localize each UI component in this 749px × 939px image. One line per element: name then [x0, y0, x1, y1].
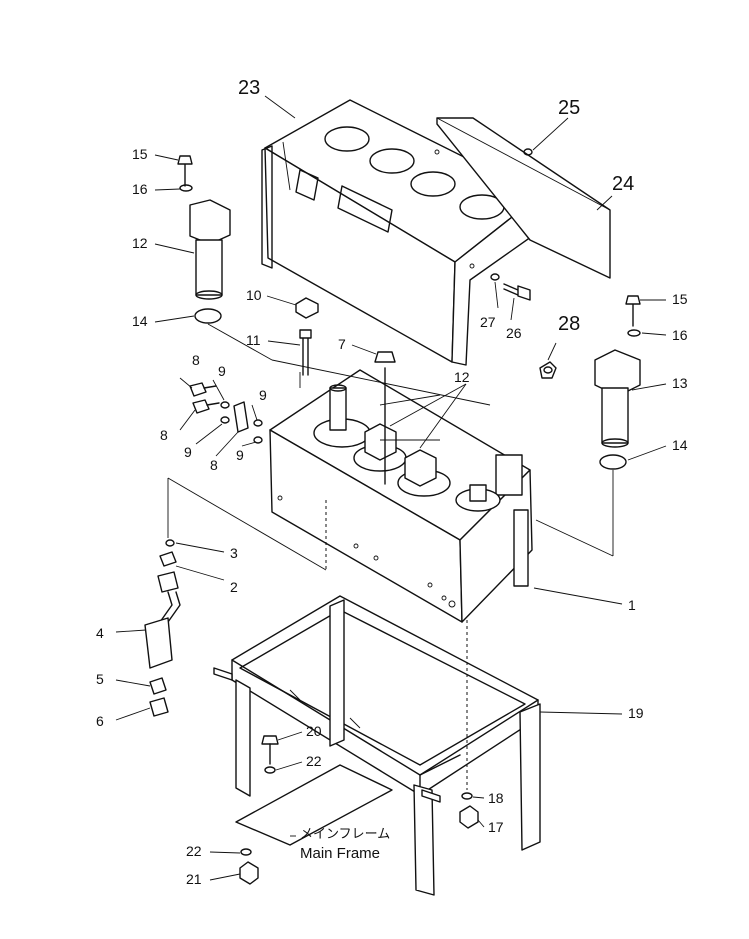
callout-labels: 23 25 24 15 16 12 14 10 11 7 12 28 15 16… — [96, 77, 688, 887]
bolts-8 — [189, 382, 249, 433]
callout-10: 10 — [246, 287, 262, 303]
callout-24: 24 — [612, 173, 634, 195]
washers-9 — [220, 401, 263, 444]
callout-9-top: 9 — [218, 363, 226, 379]
callout-18: 18 — [488, 790, 504, 806]
callout-4: 4 — [96, 625, 104, 641]
part-25-ring — [523, 148, 533, 156]
callout-14-left: 14 — [132, 313, 148, 329]
callout-6: 6 — [96, 713, 104, 729]
fittings-2-6 — [144, 539, 181, 717]
callout-15-right: 15 — [672, 291, 688, 307]
callout-17: 17 — [488, 819, 504, 835]
callout-23: 23 — [238, 77, 260, 99]
callout-1: 1 — [628, 597, 636, 613]
callout-2: 2 — [230, 579, 238, 595]
breather-10 — [295, 297, 319, 319]
callout-28: 28 — [558, 313, 580, 335]
callout-9-upper-right: 9 — [259, 387, 267, 403]
callout-14-right: 14 — [672, 437, 688, 453]
main-frame-label-en: Main Frame — [300, 845, 380, 862]
main-frame-base-plate — [235, 764, 393, 846]
filter-left — [177, 155, 231, 324]
callout-8-bottom: 8 — [210, 457, 218, 473]
main-frame-label-jp: メインフレーム — [300, 826, 390, 841]
filter-right — [594, 295, 641, 470]
nut-28 — [539, 361, 557, 379]
hydraulic-tank — [269, 351, 533, 623]
callout-7: 7 — [338, 336, 346, 352]
cover-assembly — [261, 99, 541, 366]
nut-21-washer-22 — [239, 848, 259, 885]
callout-20: 20 — [306, 723, 322, 739]
callout-8-left: 8 — [160, 427, 168, 443]
callout-22-upper: 22 — [306, 753, 322, 769]
main-frame — [213, 595, 541, 896]
bolt-26 — [503, 283, 531, 301]
bolt-17-washer-18 — [459, 620, 479, 829]
leader-lines — [115, 95, 667, 881]
callout-9-bottom: 9 — [236, 447, 244, 463]
bolt-11 — [299, 329, 312, 376]
callout-15-left: 15 — [132, 146, 148, 162]
callout-25: 25 — [558, 97, 580, 119]
washer-27 — [490, 273, 500, 281]
callout-26: 26 — [506, 325, 522, 341]
callout-11: 11 — [246, 332, 261, 348]
callout-3: 3 — [230, 545, 238, 561]
callout-16-right: 16 — [672, 327, 688, 343]
callout-12-center: 12 — [454, 369, 470, 385]
callout-27: 27 — [480, 314, 496, 330]
callout-8-top: 8 — [192, 352, 200, 368]
callout-12-left: 12 — [132, 235, 148, 251]
callout-9-left: 9 — [184, 444, 192, 460]
callout-13: 13 — [672, 375, 688, 391]
callout-5: 5 — [96, 671, 104, 687]
callout-19: 19 — [628, 705, 644, 721]
callout-22-lower: 22 — [186, 843, 202, 859]
callout-21: 21 — [186, 871, 202, 887]
plate — [436, 117, 611, 279]
bolt-20-washer-22 — [261, 735, 279, 774]
callout-16-left: 16 — [132, 181, 148, 197]
